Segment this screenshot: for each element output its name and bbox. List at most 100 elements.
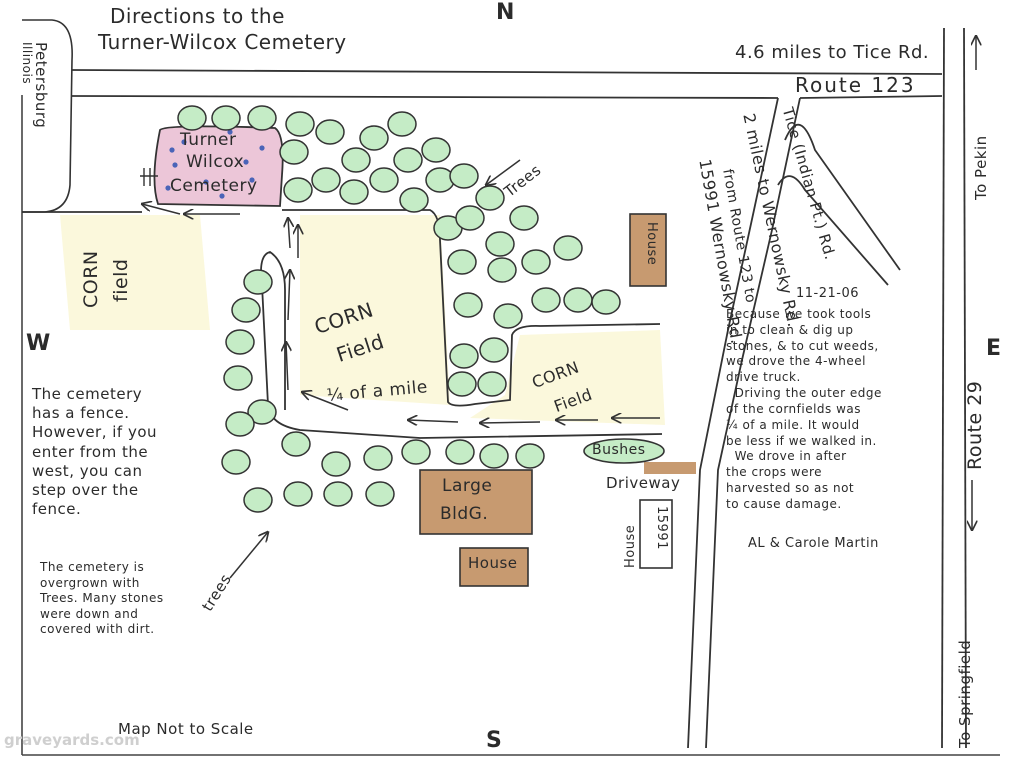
driveway-strip [644,462,696,474]
wernowsky-road-east-edge [705,97,801,749]
tree-icon [591,289,621,315]
tree-icon [339,179,369,205]
cornfield-areas [60,215,665,425]
tree-icon [515,443,545,469]
tree-icon [177,105,207,131]
tree-icon [279,139,309,165]
tree-icon [475,185,505,211]
cemetery-name-line1: Turner [180,130,237,150]
tree-icon [531,287,561,313]
building-house-east [639,499,673,569]
tree-icon [243,487,273,513]
tree-icon [285,111,315,137]
house-number-label: 15991 [654,506,669,550]
arrow-group [142,36,976,579]
tree-icon [479,443,509,469]
route-123-road [71,69,943,99]
route-29-label: Route 29 [964,380,986,470]
arrow-icon [229,532,268,579]
compass-east: E [986,336,1002,361]
route-123-north-edge [71,69,943,75]
tice-road-south-edge [777,175,889,286]
tree-icon [447,249,477,275]
tree-icon [225,411,255,437]
tree-icon [243,269,273,295]
grave-dot-icon [165,129,265,199]
tree-icon [449,163,479,189]
cemetery-name-line2: Wilcox [186,152,245,172]
cemetery-name-line3: Cemetery [170,176,258,196]
tree-icon [485,231,515,257]
arrow-icon [408,420,459,422]
tree-icon [477,371,507,397]
house-label-south: House [468,554,518,572]
wernowsky-road-west-edge [687,97,779,749]
note-left-trees: The cemetery is overgrown with Trees. Ma… [40,560,164,637]
note-signature: AL & Carole Martin [748,536,879,551]
wernowsky-road [687,97,801,749]
route-123-label: Route 123 [795,73,916,97]
tree-icon [453,292,483,318]
compass-north: N [496,0,515,25]
tree-icon [487,257,517,283]
tree-icon [399,187,429,213]
house-label-north: House [644,222,659,266]
tice-road [777,123,901,286]
tree-icon [521,249,551,275]
compass-south: S [486,728,502,753]
petersburg-label: Petersburg [32,42,50,129]
tree-icon [283,177,313,203]
bushes-shape [583,438,665,464]
tree-icon [553,235,583,261]
tree-icon [509,205,539,231]
route-29-road [941,27,967,749]
tree-icon [247,399,277,425]
driveway-label: Driveway [606,474,681,492]
tree-group [177,105,621,513]
map-frame [21,95,1000,756]
route-29-west-edge [941,27,945,749]
tree-icon [363,445,393,471]
buildings [419,213,696,587]
arrow-icon [142,204,181,215]
tree-icon [225,329,255,355]
tree-icon [369,167,399,193]
fence-icon [140,168,158,186]
route-123-south-edge-east [799,95,943,99]
tree-icon [321,451,351,477]
bushes-label: Bushes [592,442,646,458]
field-label-west: field [110,258,132,303]
house-label-east: House [623,524,638,568]
tree-icon [447,371,477,397]
tree-icon [283,481,313,507]
large-bldg-label-1: Large [442,476,493,496]
tree-icon [315,119,345,145]
tree-icon [281,431,311,457]
note-right: Because we took tools in to clean & dig … [726,307,882,511]
tree-icon [247,105,277,131]
tree-icon [387,111,417,137]
tree-icon [449,343,479,369]
watermark: graveyards.com [4,731,140,749]
building-large-bldg [419,469,533,535]
arrow-icon [302,392,349,411]
tree-icon [211,105,241,131]
corn-label-west: CORN [80,250,102,308]
large-bldg-label-2: BldG. [440,504,489,524]
tree-icon [223,365,253,391]
map-title-line2: Turner-Wilcox Cemetery [98,30,347,54]
arrow-icon [486,159,521,185]
distance-to-tice: 4.6 miles to Tice Rd. [735,42,930,63]
tree-icon [221,449,251,475]
note-date: 11-21-06 [796,286,860,301]
tree-icon [455,205,485,231]
tree-icon [311,167,341,193]
arrow-icon [288,218,290,249]
tree-icon [341,147,371,173]
lane-lower [260,251,663,439]
tree-icon [231,297,261,323]
tree-icon [445,439,475,465]
petersburg-box [22,19,73,213]
cornfield-east [470,330,665,425]
